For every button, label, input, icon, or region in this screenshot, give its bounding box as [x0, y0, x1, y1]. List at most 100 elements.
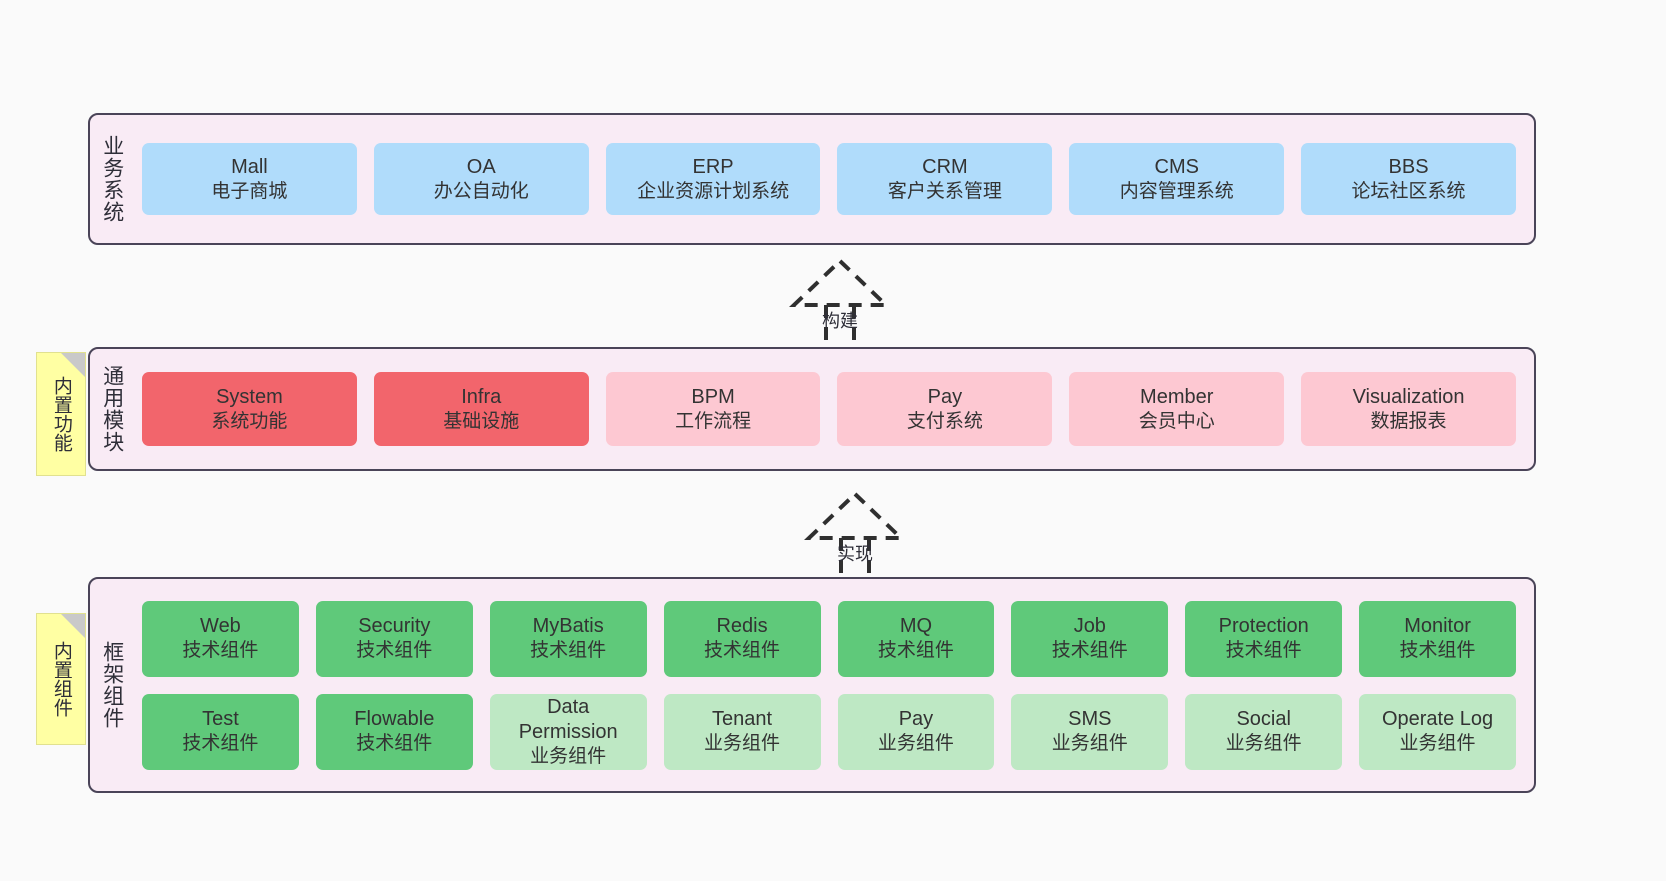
layer-framework-components-title: 框架组件: [100, 641, 124, 729]
box-mall-desc: 电子商城: [211, 180, 288, 202]
common-modules-row: System 系统功能 Infra 基础设施 BPM 工作流程 Pay 支付系统…: [142, 372, 1516, 446]
box-monitor-name: Monitor: [1404, 615, 1471, 638]
box-cms[interactable]: CMS 内容管理系统: [1069, 143, 1285, 215]
box-infra[interactable]: Infra 基础设施: [373, 372, 589, 446]
box-mall[interactable]: Mall 电子商城: [142, 143, 357, 215]
box-cms-desc: 内容管理系统: [1119, 180, 1234, 202]
box-operate-log-desc: 业务组件: [1399, 733, 1476, 755]
box-erp[interactable]: ERP 企业资源计划系统: [605, 143, 821, 215]
box-bbs-desc: 论坛社区系统: [1351, 180, 1466, 202]
note-builtin-features-label: 内置功能: [50, 376, 72, 452]
box-pay-component-desc: 业务组件: [877, 733, 954, 755]
connector-build: 构建: [740, 255, 940, 347]
generalization-arrow-icon: [789, 258, 891, 347]
box-mybatis[interactable]: MyBatis 技术组件: [489, 600, 647, 677]
box-bpm-name: BPM: [691, 385, 735, 408]
box-pay-component[interactable]: Pay 业务组件: [837, 693, 995, 770]
box-data-permission-name: Data Permission: [518, 695, 618, 743]
box-job[interactable]: Job 技术组件: [1011, 600, 1169, 677]
box-member-name: Member: [1140, 385, 1214, 408]
box-job-desc: 技术组件: [1051, 640, 1128, 662]
box-oa-name: OA: [466, 155, 496, 178]
box-monitor[interactable]: Monitor 技术组件: [1359, 600, 1516, 677]
box-web-name: Web: [200, 615, 241, 638]
box-protection-desc: 技术组件: [1225, 640, 1302, 662]
box-monitor-desc: 技术组件: [1399, 640, 1476, 662]
box-oa-desc: 办公自动化: [433, 180, 529, 202]
box-test-name: Test: [202, 708, 239, 731]
box-mq-desc: 技术组件: [877, 640, 954, 662]
box-test-desc: 技术组件: [182, 733, 259, 755]
box-crm-name: CRM: [922, 155, 968, 178]
box-bbs-name: BBS: [1388, 155, 1429, 178]
box-data-permission[interactable]: Data Permission 业务组件: [489, 693, 647, 770]
connector-implement-label: 实现: [837, 544, 873, 564]
layer-framework-components: 框架组件 Web 技术组件 Security 技术组件 MyBatis 技术组件…: [88, 577, 1536, 793]
box-operate-log-name: Operate Log: [1381, 708, 1494, 731]
box-bbs[interactable]: BBS 论坛社区系统: [1301, 143, 1516, 215]
connector-build-label: 构建: [822, 311, 858, 331]
box-pay-component-name: Pay: [898, 708, 934, 731]
box-member-desc: 会员中心: [1138, 410, 1215, 432]
box-oa[interactable]: OA 办公自动化: [373, 143, 589, 215]
box-mall-name: Mall: [231, 155, 268, 178]
box-system-name: System: [216, 385, 283, 408]
box-tenant[interactable]: Tenant 业务组件: [663, 693, 821, 770]
box-flowable[interactable]: Flowable 技术组件: [315, 693, 473, 770]
framework-tech-row: Web 技术组件 Security 技术组件 MyBatis 技术组件 Redi…: [142, 600, 1516, 677]
box-pay-module[interactable]: Pay 支付系统: [837, 372, 1053, 446]
box-security-desc: 技术组件: [356, 640, 433, 662]
layer-business-systems: 业务系统 Mall 电子商城 OA 办公自动化 ERP 企业资源计划系统 CRM…: [88, 113, 1536, 245]
layer-common-modules: 通用模块 System 系统功能 Infra 基础设施 BPM 工作流程 Pay…: [88, 347, 1536, 471]
box-system[interactable]: System 系统功能: [142, 372, 357, 446]
box-cms-name: CMS: [1154, 155, 1199, 178]
note-builtin-features: 内置功能: [36, 352, 86, 476]
framework-business-row: Test 技术组件 Flowable 技术组件 Data Permission …: [142, 693, 1516, 770]
box-erp-name: ERP: [692, 155, 734, 178]
box-visualization-desc: 数据报表: [1370, 410, 1447, 432]
layer-common-modules-body: System 系统功能 Infra 基础设施 BPM 工作流程 Pay 支付系统…: [134, 349, 1534, 469]
box-social-desc: 业务组件: [1225, 733, 1302, 755]
box-social-name: Social: [1236, 708, 1291, 731]
box-sms[interactable]: SMS 业务组件: [1011, 693, 1169, 770]
box-flowable-name: Flowable: [354, 708, 435, 731]
box-sms-desc: 业务组件: [1051, 733, 1128, 755]
layer-business-systems-title: 业务系统: [100, 135, 124, 223]
box-test[interactable]: Test 技术组件: [142, 693, 299, 770]
box-tenant-desc: 业务组件: [704, 733, 781, 755]
box-mq-name: MQ: [899, 615, 933, 638]
box-web[interactable]: Web 技术组件: [142, 600, 299, 677]
box-social[interactable]: Social 业务组件: [1185, 693, 1343, 770]
box-visualization[interactable]: Visualization 数据报表: [1301, 372, 1516, 446]
box-mybatis-desc: 技术组件: [530, 640, 607, 662]
box-infra-name: Infra: [461, 385, 502, 408]
box-visualization-name: Visualization: [1352, 385, 1465, 408]
box-redis[interactable]: Redis 技术组件: [663, 600, 821, 677]
note-builtin-components: 内置组件: [36, 613, 86, 745]
layer-framework-components-body: Web 技术组件 Security 技术组件 MyBatis 技术组件 Redi…: [134, 579, 1534, 791]
box-system-desc: 系统功能: [211, 410, 288, 432]
box-job-name: Job: [1073, 615, 1106, 638]
generalization-arrow-icon: [804, 491, 906, 580]
note-builtin-components-label: 内置组件: [50, 641, 72, 717]
box-operate-log[interactable]: Operate Log 业务组件: [1359, 693, 1516, 770]
box-pay-module-desc: 支付系统: [906, 410, 983, 432]
box-flowable-desc: 技术组件: [356, 733, 433, 755]
layer-common-modules-title: 通用模块: [100, 365, 124, 453]
box-crm[interactable]: CRM 客户关系管理: [837, 143, 1053, 215]
box-redis-desc: 技术组件: [704, 640, 781, 662]
box-pay-module-name: Pay: [927, 385, 963, 408]
box-security[interactable]: Security 技术组件: [315, 600, 473, 677]
box-tenant-name: Tenant: [712, 708, 773, 731]
box-security-name: Security: [358, 615, 431, 638]
box-web-desc: 技术组件: [182, 640, 259, 662]
box-data-permission-desc: 业务组件: [530, 745, 607, 767]
box-bpm[interactable]: BPM 工作流程: [605, 372, 821, 446]
business-systems-row: Mall 电子商城 OA 办公自动化 ERP 企业资源计划系统 CRM 客户关系…: [142, 143, 1516, 215]
box-mq[interactable]: MQ 技术组件: [837, 600, 995, 677]
box-protection[interactable]: Protection 技术组件: [1185, 600, 1343, 677]
box-member[interactable]: Member 会员中心: [1069, 372, 1285, 446]
connector-implement: 实现: [755, 488, 955, 580]
box-infra-desc: 基础设施: [443, 410, 520, 432]
